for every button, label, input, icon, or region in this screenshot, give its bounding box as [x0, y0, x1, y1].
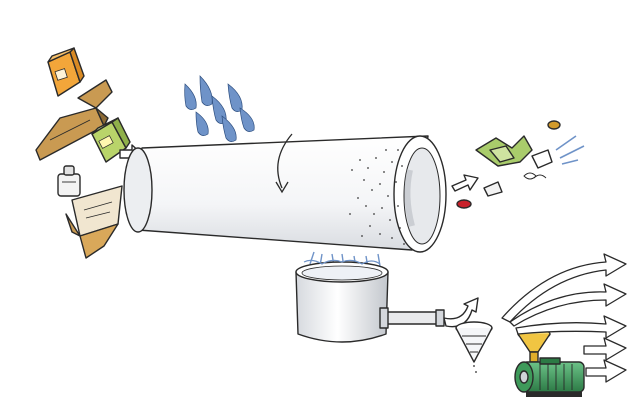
output-reject-arrow-icon: [451, 174, 479, 192]
strainer-icon: [455, 321, 493, 373]
orange-carton: [47, 47, 85, 97]
electric-motor-icon: [514, 357, 585, 397]
paper-waste-pile-icon: [35, 47, 131, 259]
pipe-icon: [379, 297, 479, 329]
drum-perforations: [349, 149, 405, 245]
collection-pot-icon: [295, 251, 389, 343]
rotation-arrow-icon: [275, 133, 293, 194]
water-drops-icon: [184, 75, 255, 142]
white-bottle: [57, 165, 81, 197]
green-carton: [91, 117, 131, 163]
cardboard-sheets: [35, 79, 113, 161]
folded-paper: [65, 185, 123, 259]
rejected-waste-icon: [456, 120, 585, 209]
output-arrows-icon: [501, 253, 627, 383]
rotating-drum-icon: [123, 133, 447, 253]
